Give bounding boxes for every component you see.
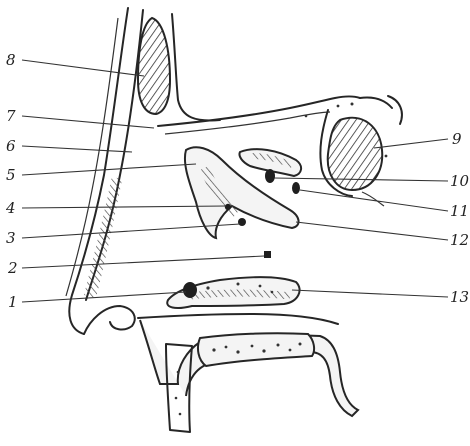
leader-5 bbox=[22, 164, 196, 175]
label-13: 13 bbox=[450, 288, 469, 306]
label-6: 6 bbox=[6, 137, 16, 155]
label-1: 1 bbox=[8, 293, 18, 311]
anatomy-outline bbox=[66, 8, 402, 432]
orifice-4 bbox=[225, 204, 231, 210]
orifice-11 bbox=[292, 182, 300, 194]
cavity-roof bbox=[158, 97, 360, 127]
label-9: 9 bbox=[452, 130, 462, 148]
label-10: 10 bbox=[450, 172, 470, 190]
label-5: 5 bbox=[6, 166, 16, 184]
leader-2 bbox=[22, 256, 264, 268]
leader-7 bbox=[22, 116, 154, 128]
label-3: 3 bbox=[6, 229, 16, 247]
label-7: 7 bbox=[6, 107, 16, 125]
label-2: 2 bbox=[7, 259, 18, 277]
labels-right: 9 10 11 12 13 bbox=[450, 130, 470, 306]
nostril-curve bbox=[84, 306, 135, 334]
sphenoid-back bbox=[388, 96, 402, 124]
leader-8 bbox=[22, 60, 144, 76]
leader-13 bbox=[292, 290, 448, 297]
leader-9 bbox=[374, 139, 448, 148]
front-wall-line bbox=[66, 18, 118, 296]
labels-left: 8 7 6 5 4 3 2 1 bbox=[5, 51, 18, 311]
leader-12 bbox=[296, 222, 448, 240]
orifice-2 bbox=[264, 251, 271, 258]
label-8: 8 bbox=[6, 51, 16, 69]
orifice-1 bbox=[183, 282, 197, 298]
frontal-posterior-wall bbox=[172, 14, 220, 120]
palate-upper bbox=[138, 314, 338, 324]
label-12: 12 bbox=[450, 231, 469, 249]
leader-1 bbox=[22, 292, 186, 302]
frontal-sinus bbox=[138, 18, 170, 114]
leader-11 bbox=[300, 190, 448, 211]
leader-4 bbox=[22, 206, 226, 208]
leader-6 bbox=[22, 146, 132, 152]
label-4: 4 bbox=[5, 199, 16, 217]
sphenoid-top bbox=[360, 97, 392, 108]
orifice-3 bbox=[238, 218, 246, 226]
orifice-10 bbox=[265, 169, 275, 183]
label-11: 11 bbox=[450, 202, 469, 220]
